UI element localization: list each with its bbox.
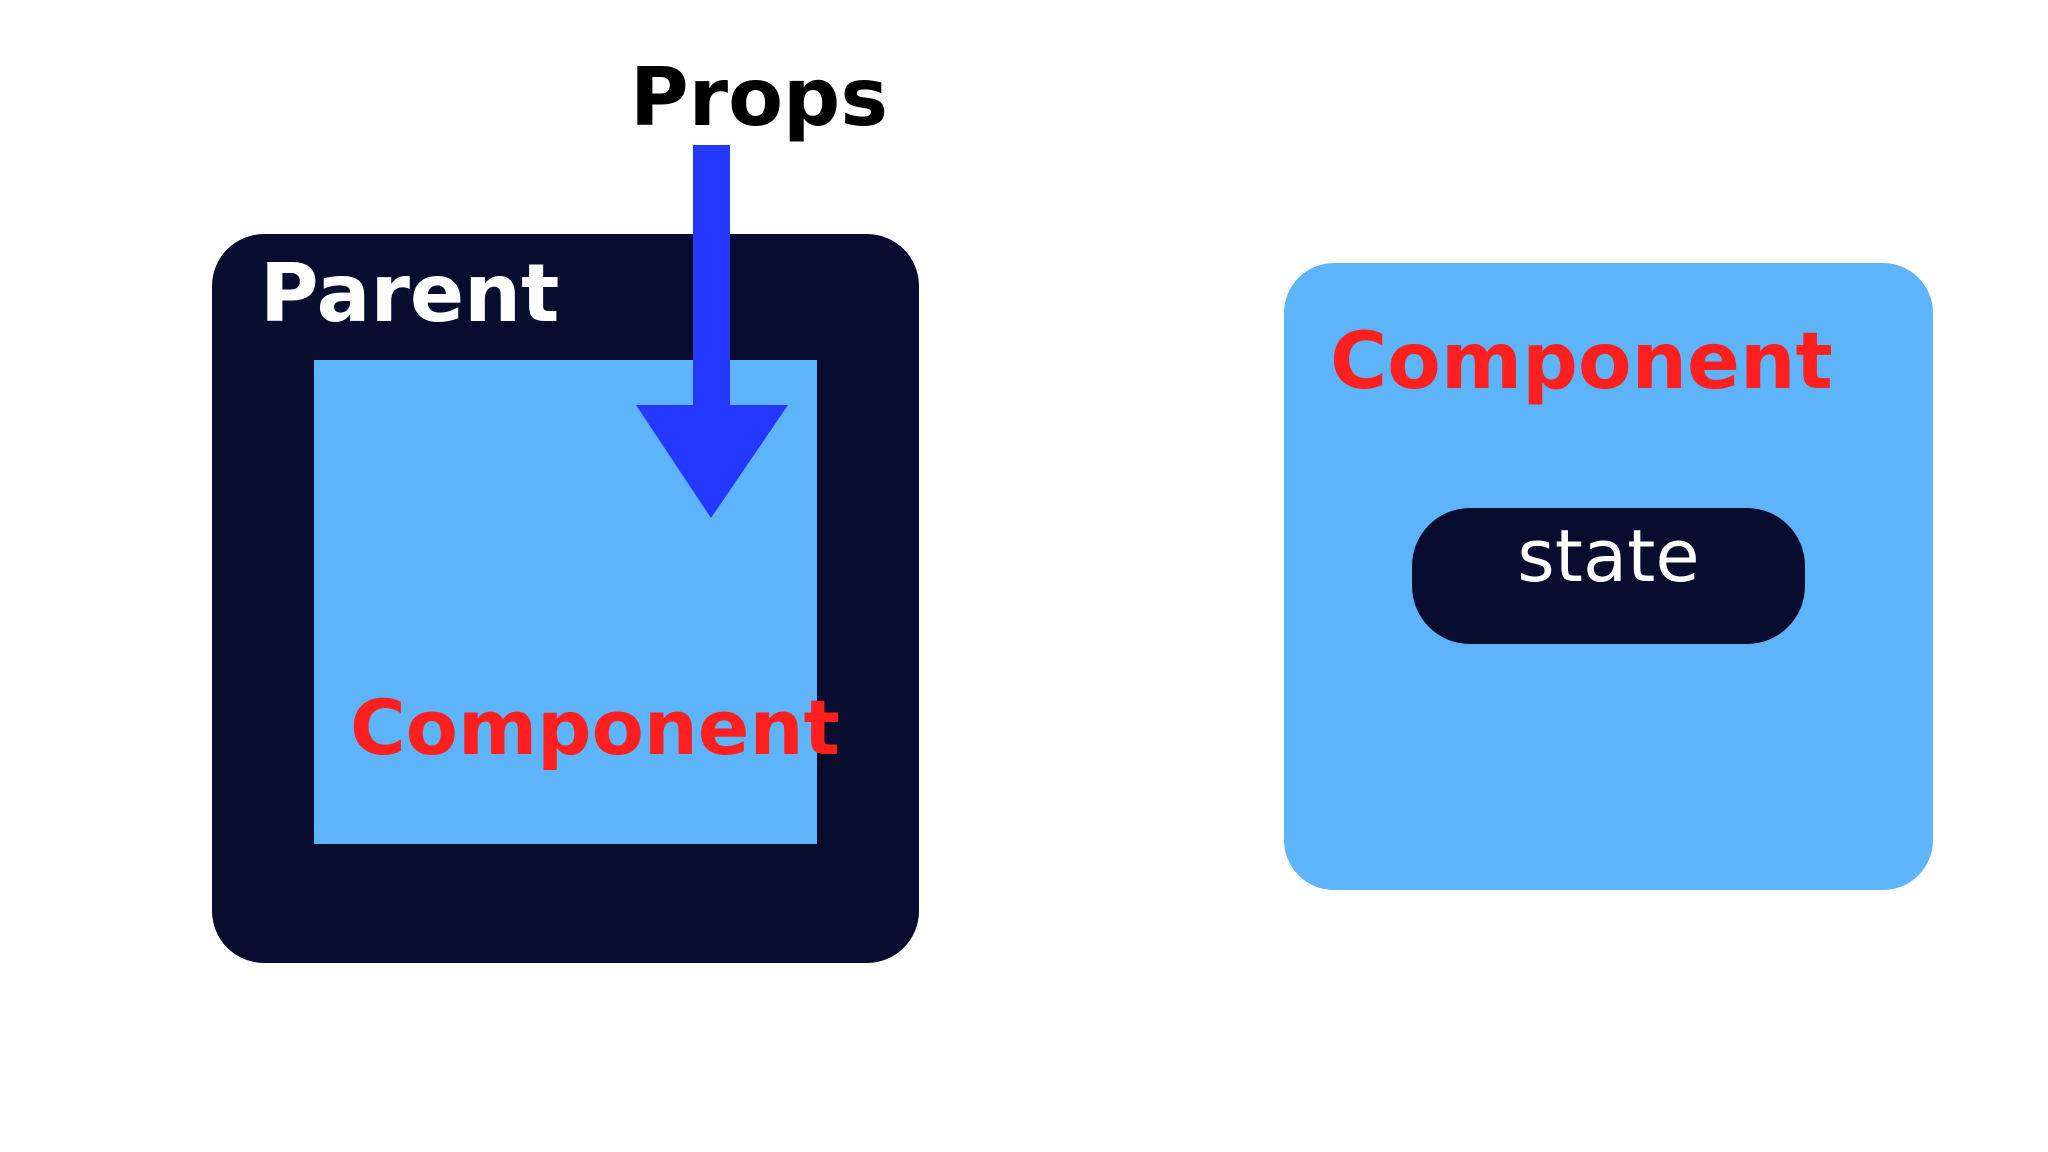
- parent-box: Parent Component: [212, 234, 919, 963]
- props-label: Props: [630, 51, 888, 144]
- state-pill: state: [1412, 508, 1805, 644]
- child-component-box: Component: [314, 360, 840, 844]
- parent-label: Parent: [260, 247, 560, 340]
- state-label: state: [1517, 514, 1700, 598]
- stateful-component-label: Component: [1330, 317, 1833, 407]
- stateful-component-box: Component state: [1284, 263, 1933, 890]
- child-component-label: Component: [350, 683, 840, 772]
